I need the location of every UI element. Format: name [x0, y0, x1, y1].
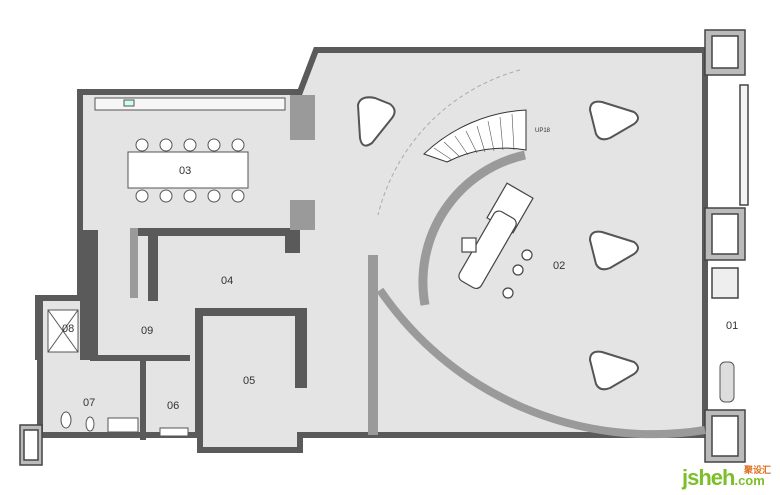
curved-wall — [376, 287, 706, 439]
room-label-08: 08 — [62, 323, 74, 335]
curved-partition — [418, 150, 526, 306]
room-label-04: 04 — [221, 275, 233, 287]
stair-treads — [433, 113, 515, 161]
room-label-02: 02 — [553, 260, 565, 272]
stair-label: UP18 — [535, 128, 551, 134]
display-tables — [357, 96, 639, 391]
interior-walls — [35, 95, 378, 440]
logo-domain: .com — [734, 473, 765, 488]
reception-desk — [458, 182, 534, 299]
room-label-09: 09 — [141, 325, 153, 337]
room-label-07: 07 — [83, 397, 95, 409]
room-label-05: 05 — [243, 375, 255, 387]
guide-arc — [377, 69, 521, 216]
room-label-01: 01 — [726, 320, 738, 332]
logo-chinese: 聚设汇 — [744, 465, 772, 475]
meeting-table — [94, 97, 286, 203]
fixtures — [47, 309, 735, 437]
logo-main: jsheh — [682, 465, 735, 490]
watermark-logo: jsheh.com 聚设汇 — [682, 465, 771, 491]
room-label-06: 06 — [167, 400, 179, 412]
facade-columns — [19, 29, 749, 466]
room-label-03: 03 — [179, 165, 191, 177]
